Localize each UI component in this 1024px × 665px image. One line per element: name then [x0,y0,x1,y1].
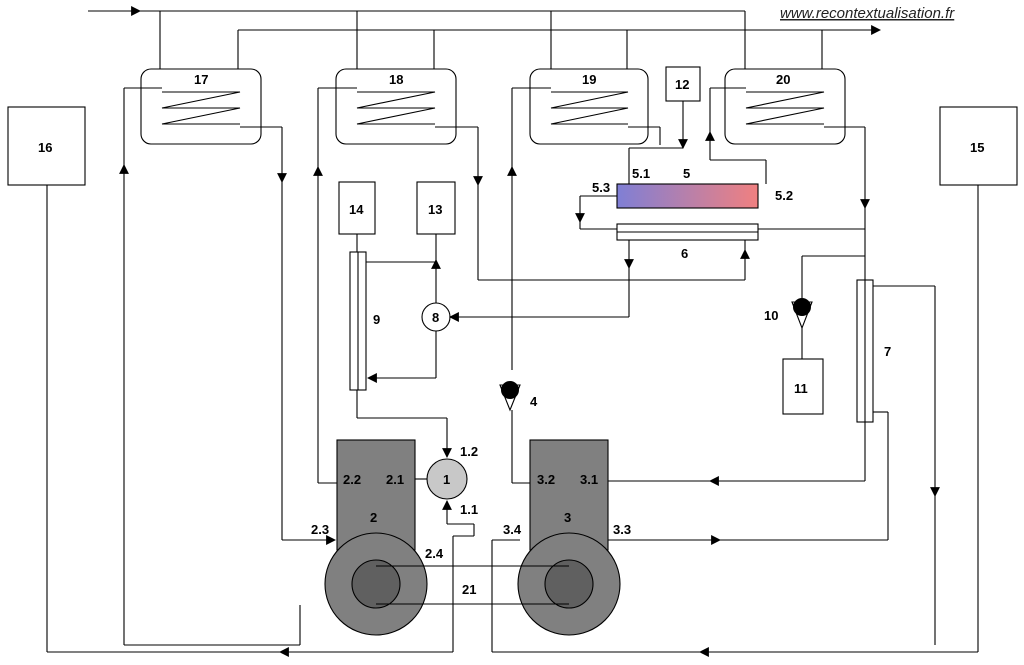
component-1: 1 1.2 1.1 [426,444,478,517]
label-3-3: 3.3 [613,522,631,537]
component-5: 5.1 5 5.3 5.2 [592,166,793,209]
label-5-2: 5.2 [775,188,793,203]
label-1: 1 [443,472,450,487]
label-10: 10 [764,308,778,323]
box-11: 11 [782,358,824,415]
box-13: 13 [416,181,456,235]
box-15: 15 [939,106,1018,186]
top-return-line [237,25,881,70]
label-5: 5 [683,166,690,181]
label-8: 8 [432,310,439,325]
label-5-3: 5.3 [592,180,610,195]
label-3-2: 3.2 [537,472,555,487]
label-11: 11 [794,381,808,396]
label-13: 13 [428,202,442,217]
label-15: 15 [970,140,984,155]
label-4: 4 [530,394,538,409]
label-17: 17 [194,72,208,87]
pump-10: 10 [764,298,813,330]
engine-3: 3.2 3.1 3 3.4 3.3 [503,439,631,636]
component-9: 9 [349,251,380,391]
label-3-1: 3.1 [580,472,598,487]
exchanger-20: 20 [724,68,846,145]
label-7: 7 [884,344,891,359]
exchanger-18: 18 [335,68,457,145]
label-14: 14 [349,202,364,217]
label-5-1: 5.1 [632,166,650,181]
component-7: 7 [856,279,891,423]
label-21: 21 [462,582,476,597]
label-3: 3 [564,510,571,525]
exchanger-19: 19 [529,68,649,145]
label-3-4: 3.4 [503,522,522,537]
label-9: 9 [373,312,380,327]
label-2-2: 2.2 [343,472,361,487]
component-6: 6 [616,223,759,261]
label-2-3: 2.3 [311,522,329,537]
exchanger-17: 17 [140,68,262,145]
watermark-text[interactable]: www.recontextualisation.fr [780,5,955,22]
piping [46,87,979,657]
label-2-4: 2.4 [425,546,444,561]
engine-2: 2.2 2.1 2 2.3 2.4 [311,439,444,636]
label-2-1: 2.1 [386,472,404,487]
label-20: 20 [776,72,790,87]
box-14: 14 [338,181,376,235]
component-8: 8 [421,302,451,332]
top-supply-line [88,6,746,70]
label-2: 2 [370,510,377,525]
belt-21: 21 [376,565,569,605]
label-18: 18 [389,72,403,87]
label-12: 12 [675,77,689,92]
label-1-2: 1.2 [460,444,478,459]
pump-4: 4 [499,381,538,412]
box-16: 16 [7,106,86,186]
label-16: 16 [38,140,52,155]
box-12: 12 [665,66,701,102]
label-1-1: 1.1 [460,502,478,517]
label-6: 6 [681,246,688,261]
label-19: 19 [582,72,596,87]
